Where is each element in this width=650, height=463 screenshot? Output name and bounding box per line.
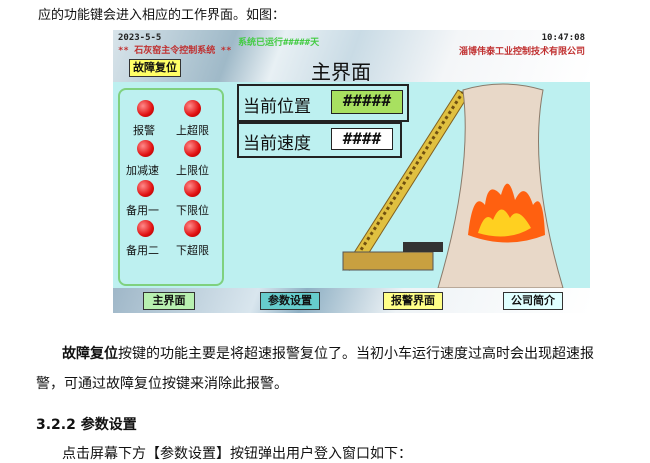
speed-box: 当前速度 #### (237, 122, 402, 158)
hmi-header (113, 30, 590, 82)
lamp-spare-2 (137, 220, 154, 237)
speed-label: 当前速度 (243, 134, 311, 154)
nav-main-button[interactable]: 主界面 (143, 292, 195, 310)
bold-term: 故障复位 (62, 346, 118, 362)
fault-reset-button[interactable]: 故障复位 (129, 59, 181, 77)
hmi-screenshot: 2023-5-5 ** 石灰窑主令控制系统 ** 系统已运行#####天 10:… (113, 30, 590, 313)
hoist-base (342, 251, 434, 271)
position-box: 当前位置 ##### (237, 84, 409, 122)
screen-title: 主界面 (311, 60, 371, 84)
nav-alarm-button[interactable]: 报警界面 (383, 292, 443, 310)
winch (403, 242, 443, 252)
nav-company-button[interactable]: 公司简介 (503, 292, 563, 310)
label-spare-2: 备用二 (126, 244, 159, 257)
intro-text: 应的功能键会进入相应的工作界面。如图： (38, 8, 286, 23)
lamp-lower-limit (184, 180, 201, 197)
lamp-lower-overrun (184, 220, 201, 237)
paragraph-1-text: 按键的功能主要是将超速报警复位了。当初小车运行速度过高时会出现超速报 (118, 346, 594, 362)
lamp-upper-overrun (184, 100, 201, 117)
paragraph-1-cont: 警，可通过故障复位按键来消除此报警。 (36, 376, 288, 392)
system-name: ** 石灰窑主令控制系统 ** (118, 46, 232, 56)
position-label: 当前位置 (243, 97, 311, 117)
label-upper-limit: 上限位 (176, 164, 209, 177)
lamp-upper-limit (184, 140, 201, 157)
indicator-panel: 报警 上超限 加减速 上限位 备用一 下限位 备用二 下超限 (118, 88, 224, 286)
nav-parameters-button[interactable]: 参数设置 (260, 292, 320, 310)
lamp-spare-1 (137, 180, 154, 197)
company-name: 淄博伟泰工业控制技术有限公司 (458, 47, 585, 57)
label-upper-overrun: 上超限 (176, 124, 209, 137)
lamp-accel (137, 140, 154, 157)
position-value: ##### (331, 90, 403, 114)
label-alarm: 报警 (133, 124, 155, 137)
lamp-alarm (137, 100, 154, 117)
section-heading: 3.2.2 参数设置 (36, 417, 137, 433)
label-lower-overrun: 下超限 (176, 244, 209, 257)
paragraph-1: 故障复位按键的功能主要是将超速报警复位了。当初小车运行速度过高时会出现超速报 (62, 343, 594, 363)
kiln-illustration (342, 83, 564, 289)
date: 2023-5-5 (118, 33, 162, 43)
speed-value: #### (331, 128, 393, 150)
runtime: 系统已运行#####天 (238, 38, 320, 48)
label-accel: 加减速 (126, 164, 159, 177)
label-spare-1: 备用一 (126, 204, 159, 217)
label-lower-limit: 下限位 (176, 204, 209, 217)
clock: 10:47:08 (541, 33, 585, 43)
paragraph-2: 点击屏幕下方【参数设置】按钮弹出用户登入窗口如下： (62, 446, 412, 462)
